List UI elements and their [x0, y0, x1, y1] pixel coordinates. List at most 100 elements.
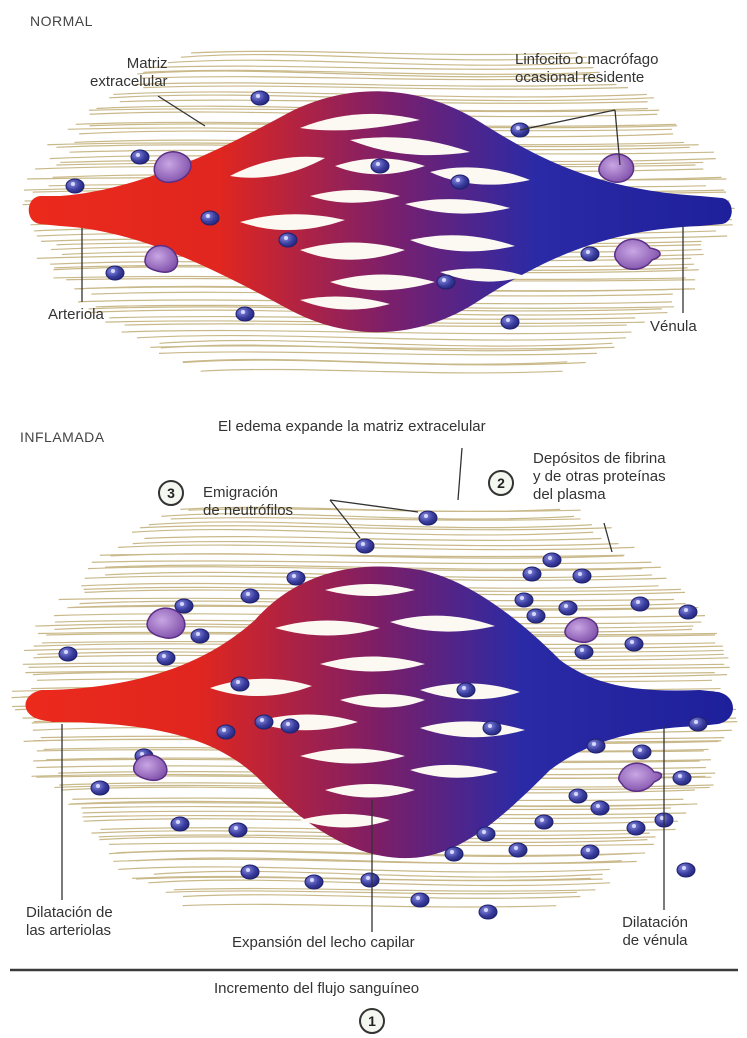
cell-highlight: [310, 878, 314, 882]
leukocyte-cell: [287, 571, 305, 585]
leukocyte-cell: [535, 815, 553, 829]
leukocyte-cell: [131, 150, 149, 164]
cell-highlight: [222, 728, 226, 732]
cell-highlight: [246, 868, 250, 872]
cell-highlight: [488, 724, 492, 728]
venule-label: Vénula: [650, 318, 697, 336]
leukocyte-cell: [251, 91, 269, 105]
collagen-fiber: [118, 867, 610, 872]
cell-highlight: [456, 178, 460, 182]
leukocyte-cell: [477, 827, 495, 841]
cell-highlight: [64, 650, 68, 654]
leukocyte-cell: [457, 683, 475, 697]
cell-highlight: [540, 818, 544, 822]
cell-highlight: [548, 556, 552, 560]
leukocyte-cell: [171, 817, 189, 831]
cell-highlight: [176, 820, 180, 824]
step-3-badge: 3: [158, 480, 184, 506]
cell-highlight: [484, 908, 488, 912]
collagen-fiber: [144, 537, 601, 541]
leukocyte-cell: [445, 847, 463, 861]
cell-highlight: [684, 608, 688, 612]
fibrin-deposits-label: Depósitos de fibrina y de otras proteína…: [533, 450, 666, 504]
leukocyte-cell: [515, 593, 533, 607]
extracellular-matrix-label: Matriz extracelular: [90, 55, 168, 91]
cell-highlight: [241, 310, 245, 314]
leukocyte-cell: [59, 647, 77, 661]
cell-highlight: [578, 572, 582, 576]
leukocyte-cell: [241, 865, 259, 879]
leukocyte-cell: [573, 569, 591, 583]
cell-highlight: [292, 574, 296, 578]
leukocyte-cell: [361, 873, 379, 887]
leukocyte-cell: [279, 233, 297, 247]
collagen-fiber: [113, 859, 636, 863]
cell-highlight: [450, 850, 454, 854]
collagen-fiber: [183, 895, 580, 898]
cell-highlight: [361, 542, 365, 546]
cell-highlight: [638, 748, 642, 752]
leukocyte-cell: [356, 539, 374, 553]
cell-highlight: [682, 866, 686, 870]
cell-highlight: [564, 604, 568, 608]
leukocyte-cell: [677, 863, 695, 877]
cell-highlight: [162, 654, 166, 658]
cell-highlight: [424, 514, 428, 518]
leukocyte-cell: [523, 567, 541, 581]
normal-heading: NORMAL: [30, 12, 93, 30]
leukocyte-cell: [631, 597, 649, 611]
leukocyte-cell: [66, 179, 84, 193]
leukocyte-cell: [587, 739, 605, 753]
resident-cell-label: Linfocito o macrófago ocasional resident…: [515, 51, 658, 87]
cell-highlight: [514, 846, 518, 850]
leukocyte-cell: [236, 307, 254, 321]
leukocyte-cell: [679, 605, 697, 619]
step-2-badge: 2: [488, 470, 514, 496]
collagen-fiber: [183, 360, 586, 365]
leukocyte-cell: [501, 315, 519, 329]
leukocyte-cell: [201, 211, 219, 225]
leukocyte-cell: [673, 771, 691, 785]
leukocyte-cell: [633, 745, 651, 759]
cell-highlight: [516, 126, 520, 130]
cell-highlight: [532, 612, 536, 616]
collagen-fiber: [149, 522, 592, 528]
cell-highlight: [506, 318, 510, 322]
collagen-fiber: [92, 561, 652, 564]
cell-highlight: [574, 792, 578, 796]
leukocyte-cell: [581, 247, 599, 261]
arteriole-dilation-label: Dilatación de las arteriolas: [26, 904, 113, 940]
cell-highlight: [442, 278, 446, 282]
leukocyte-cell: [281, 719, 299, 733]
collagen-fiber: [159, 352, 597, 355]
cell-highlight: [596, 804, 600, 808]
cell-highlight: [234, 826, 238, 830]
leukocyte-cell: [451, 175, 469, 189]
cell-highlight: [630, 640, 634, 644]
collagen-fiber: [137, 336, 626, 340]
leukocyte-cell: [569, 789, 587, 803]
leukocyte-cell: [229, 823, 247, 837]
edema-label: El edema expande la matriz extracelular: [218, 418, 486, 436]
leukocyte-cell: [217, 725, 235, 739]
leukocyte-cell: [157, 651, 175, 665]
neutrophil-emigration-label: Emigración de neutrófilos: [203, 484, 293, 520]
cell-highlight: [528, 570, 532, 574]
cell-highlight: [236, 680, 240, 684]
cell-highlight: [111, 269, 115, 273]
collagen-fiber: [132, 530, 593, 535]
leukocyte-cell: [371, 159, 389, 173]
capillary-expansion-label: Expansión del lecho capilar: [232, 934, 415, 952]
leukocyte-cell: [575, 645, 593, 659]
collagen-fiber: [182, 904, 556, 907]
leukocyte-cell: [411, 893, 429, 907]
leukocyte-cell: [559, 601, 577, 615]
cell-highlight: [592, 742, 596, 746]
cell-highlight: [246, 592, 250, 596]
cell-highlight: [636, 600, 640, 604]
leukocyte-cell: [543, 553, 561, 567]
leukocyte-cell: [305, 875, 323, 889]
cell-highlight: [694, 720, 698, 724]
leukocyte-cell: [527, 609, 545, 623]
leukocyte-cell: [509, 843, 527, 857]
